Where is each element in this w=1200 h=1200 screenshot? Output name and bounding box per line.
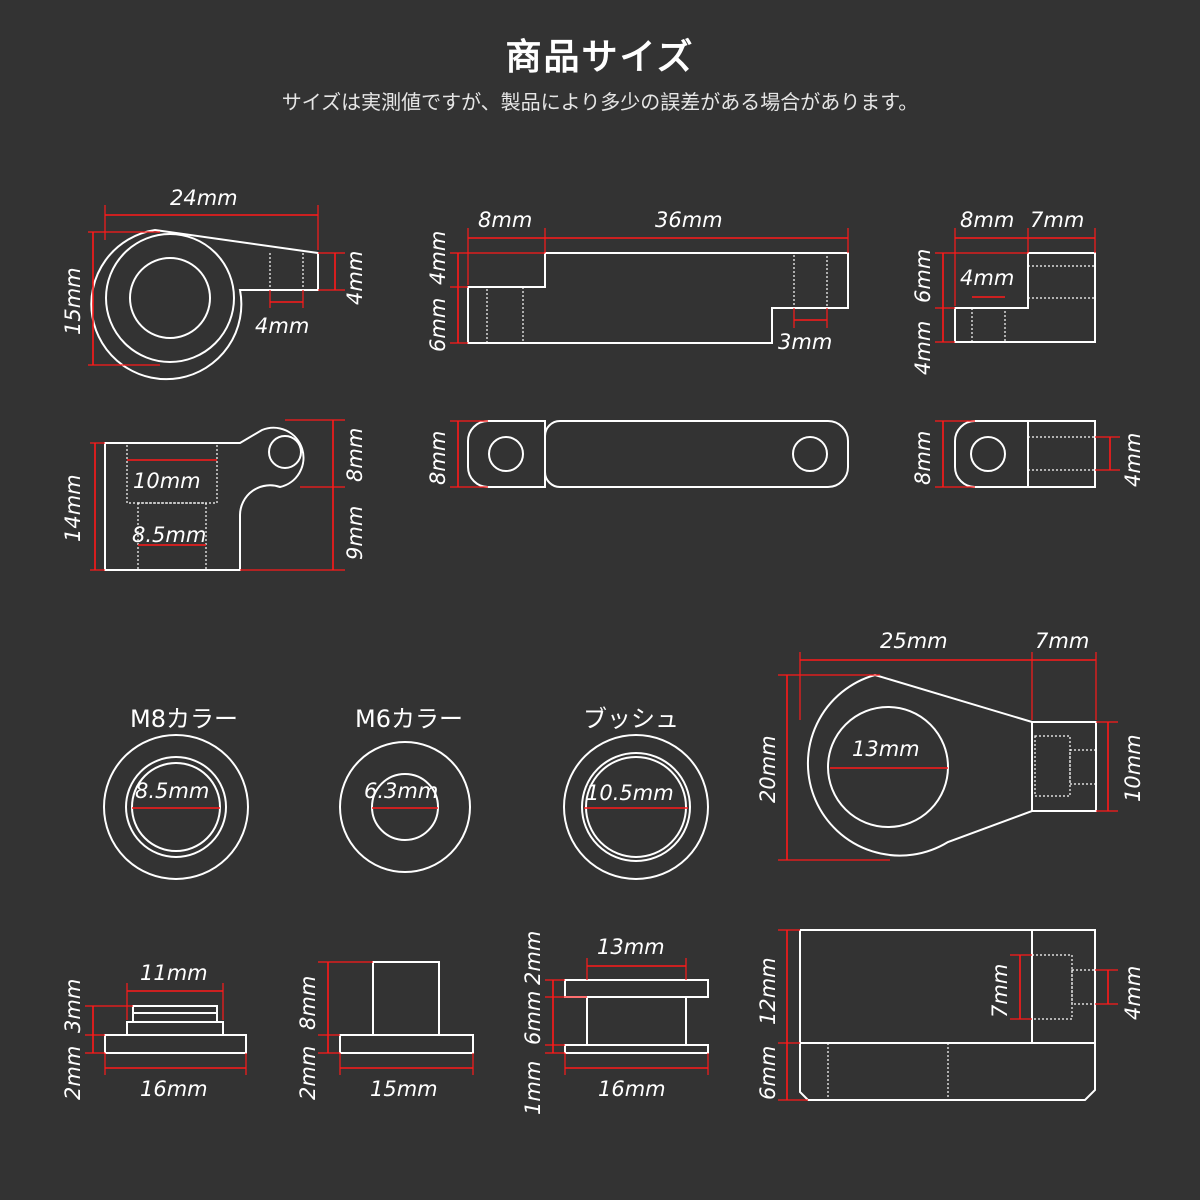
dim-4mm-tab: 4mm xyxy=(343,251,367,305)
bush-side: 13mm 2mm 6mm 1mm 16mm xyxy=(521,931,709,1115)
bush-dim-6mm: 6mm xyxy=(521,991,545,1045)
dim-8mm-c-side: 8mm xyxy=(911,431,935,485)
dim-10mm-d: 10mm xyxy=(1121,734,1145,802)
bush-inner-diameter: 10.5mm xyxy=(586,781,674,805)
m6-dim-2mm: 2mm xyxy=(296,1046,320,1100)
dim-8mm-step: 8mm xyxy=(478,208,532,232)
dim-12mm: 12mm xyxy=(756,957,780,1025)
m8-collar-top: M8カラー 8.5mm xyxy=(103,705,249,880)
m6-dim-8mm: 8mm xyxy=(296,976,320,1030)
part-b-top-view: 8mm 36mm 4mm 6mm 3mm xyxy=(426,208,849,354)
dim-7mm-d: 7mm xyxy=(1035,629,1089,653)
m8-inner-diameter: 8.5mm xyxy=(135,779,209,803)
m8-dim-3mm: 3mm xyxy=(61,979,85,1033)
dim-4mm-c-low: 4mm xyxy=(911,321,935,375)
m8-dim-2mm: 2mm xyxy=(61,1046,85,1100)
dim-7mm-d-side: 7mm xyxy=(988,964,1012,1018)
part-a-top-view: 24mm 15mm 4mm 4mm xyxy=(61,186,367,381)
part-c-top-view: 8mm 7mm 4mm 6mm 4mm xyxy=(911,208,1096,375)
part-d-side-view: 12mm 6mm 7mm 4mm xyxy=(756,929,1145,1101)
dim-4mm-c-side: 4mm xyxy=(1121,433,1145,487)
dim-36mm: 36mm xyxy=(655,208,723,232)
dim-14mm: 14mm xyxy=(61,474,85,542)
dim-9mm: 9mm xyxy=(343,506,367,560)
m8-dim-16mm: 16mm xyxy=(140,1077,208,1101)
m6-collar-top: M6カラー 6.3mm xyxy=(339,705,471,873)
dim-8mm-c: 8mm xyxy=(960,208,1014,232)
bush-dim-13mm: 13mm xyxy=(597,935,665,959)
m6-inner-diameter: 6.3mm xyxy=(364,779,438,803)
bush-dim-1mm: 1mm xyxy=(521,1061,545,1115)
dim-20mm: 20mm xyxy=(756,735,780,803)
bush-dim-2mm: 2mm xyxy=(521,931,545,985)
bush-top: ブッシュ 10.5mm xyxy=(563,705,709,880)
bush-label: ブッシュ xyxy=(583,705,679,733)
bush-dim-16mm: 16mm xyxy=(598,1077,666,1101)
part-d-top-view: 25mm 7mm 13mm 20mm 10mm xyxy=(756,629,1145,861)
dim-6mm-d: 6mm xyxy=(756,1046,780,1100)
dim-8mm-eye: 8mm xyxy=(343,428,367,482)
dim-4mm-hole: 4mm xyxy=(255,314,309,338)
dim-13mm-bore: 13mm xyxy=(852,737,920,761)
m6-dim-15mm: 15mm xyxy=(370,1077,438,1101)
part-c-side-view: 8mm 4mm xyxy=(911,420,1145,488)
dim-24mm: 24mm xyxy=(170,186,238,210)
dim-25mm: 25mm xyxy=(880,629,948,653)
part-a-side-view: 10mm 8.5mm 14mm 8mm 9mm xyxy=(61,419,367,571)
dim-7mm-c: 7mm xyxy=(1030,208,1084,232)
dim-4mm-step: 4mm xyxy=(426,231,450,285)
m8-dim-11mm: 11mm xyxy=(140,961,208,985)
dim-4mm-c: 4mm xyxy=(960,266,1014,290)
dim-6mm-step: 6mm xyxy=(426,298,450,352)
part-b-side-view: 8mm xyxy=(426,420,849,488)
m6-collar-label: M6カラー xyxy=(355,705,463,733)
dim-3mm: 3mm xyxy=(778,330,832,354)
page-title: 商品サイズ xyxy=(505,37,695,78)
dim-10mm: 10mm xyxy=(133,469,201,493)
m8-collar-label: M8カラー xyxy=(130,705,238,733)
m6-collar-side: 8mm 2mm 15mm xyxy=(296,961,474,1101)
dim-15mm: 15mm xyxy=(61,267,85,335)
page-subtitle: サイズは実測値ですが、製品により多少の誤差がある場合があります。 xyxy=(281,90,919,114)
dim-8mm-bar: 8mm xyxy=(426,431,450,485)
dim-6mm-c: 6mm xyxy=(911,249,935,303)
m8-collar-side: 11mm 3mm 2mm 16mm xyxy=(61,961,247,1101)
dim-4mm-d-side: 4mm xyxy=(1121,966,1145,1020)
dim-8-5mm: 8.5mm xyxy=(132,523,206,547)
